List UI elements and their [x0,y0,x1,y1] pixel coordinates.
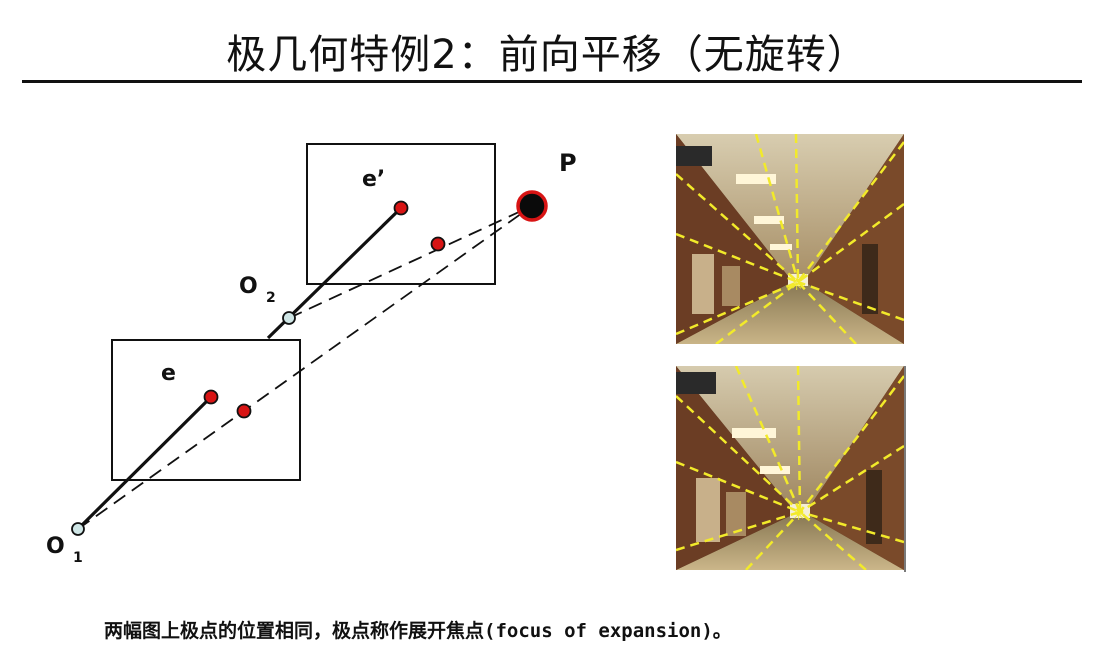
epipole-e-prime-point [395,202,408,215]
hallway-photo-bottom: ✳ [676,366,904,570]
epipole-e-point [205,391,218,404]
hallway-photo-icon: ✳ [676,366,904,570]
label-o2-subscript: 2 [266,290,276,306]
hallway-photo-top: ✳ [676,134,904,344]
label-o1: O [46,534,65,559]
projection-p-image-2 [432,238,445,251]
camera-center-o2 [283,312,295,324]
label-p: P [559,149,577,177]
projection-p-image-1 [238,405,251,418]
label-o1-subscript: 1 [73,550,83,566]
image-plane-1 [112,340,300,480]
label-e: e [161,361,176,386]
hallway-photo-icon: ✳ [676,134,904,344]
svg-text:✳: ✳ [790,275,803,294]
svg-text:✳: ✳ [792,505,805,524]
world-point-p [518,192,546,220]
label-e-prime: e’ [362,167,385,192]
caption: 两幅图上极点的位置相同，极点称作展开焦点(focus of expansion)… [104,616,1004,643]
label-o2: O [239,274,258,299]
camera-center-o1 [72,523,84,535]
photo-border [904,366,906,572]
